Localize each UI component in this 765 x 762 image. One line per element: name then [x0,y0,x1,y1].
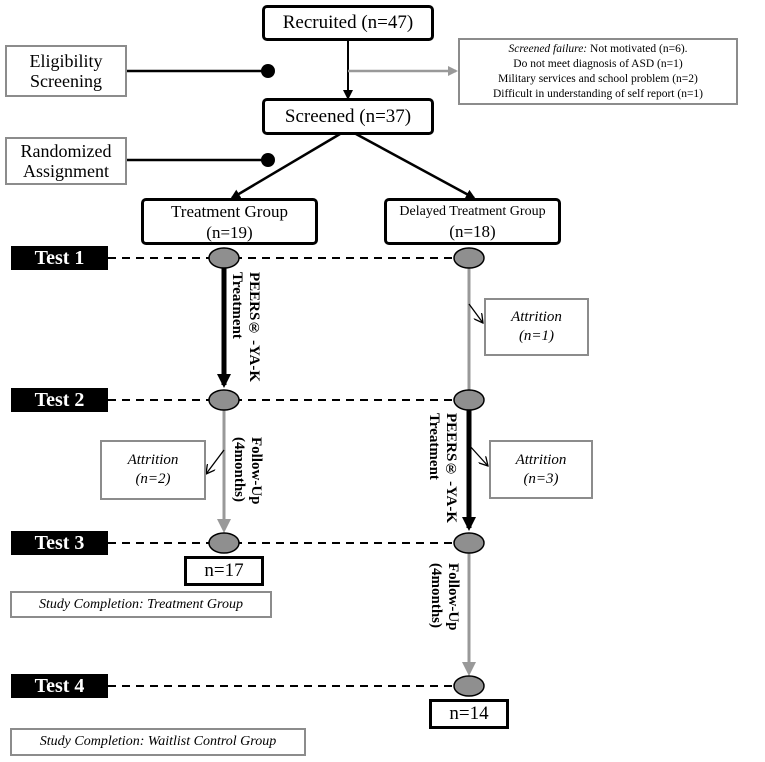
peers-delayed-label: PEERS® -YA-K Treatment [425,413,459,523]
screened-failure-box: Screened failure: Not motivated (n=6). D… [458,38,738,105]
n14-label: n=14 [449,703,489,724]
screened-failure-line1: Screened failure: Not motivated (n=6). [508,42,687,57]
recruited-label: Recruited (n=47) [282,12,414,33]
treatment-group-box: Treatment Group (n=19) [141,198,318,245]
node-t1-treatment [208,247,240,269]
test-1-label: Test 1 [11,246,108,270]
attrition-delayed-1: Attrition (n=1) [484,298,589,356]
delayed-group-count: (n=18) [449,221,496,241]
attrition-treatment-2-count: (n=2) [135,471,171,487]
followup-treatment-line1: Follow-Up [248,437,264,505]
followup-delayed-line2: (4months) [428,563,444,629]
test-4-label: Test 4 [11,674,108,698]
screened-box: Screened (n=37) [262,98,434,135]
followup-delayed-line1: Follow-Up [445,563,461,631]
delayed-group-title: Delayed Treatment Group [399,203,546,219]
attrition-treatment-2: Attrition (n=2) [100,440,206,500]
peers-delayed-line2: Treatment [426,413,442,480]
treatment-attrition-pointer [206,449,225,474]
screened-failure-prefix: Screened failure: [508,42,588,55]
node-t3-treatment [208,532,240,554]
peers-treatment-label: PEERS® -YA-K Treatment [228,272,262,382]
treatment-group-count: (n=19) [206,222,253,242]
n17-box: n=17 [184,556,264,586]
eligibility-line2: Screening [30,71,102,91]
delayed-attrition-pointer-1 [468,303,483,323]
attrition-delayed-3-count: (n=3) [523,470,559,487]
arrow-to-treatment [230,132,341,200]
delayed-group-box: Delayed Treatment Group (n=18) [384,198,561,245]
arrow-to-delayed [355,132,476,200]
test-3-label: Test 3 [11,531,108,555]
attrition-treatment-2-title: Attrition [127,452,179,468]
peers-treatment-line1: PEERS® -YA-K [246,272,262,383]
completion-treatment-label: Study Completion: Treatment Group [39,596,243,612]
randomized-line2: Assignment [22,161,109,181]
eligibility-box: Eligibility Screening [5,45,127,97]
node-t2-delayed [453,389,485,411]
peers-delayed-line1: PEERS® -YA-K [443,413,459,524]
n17-label: n=17 [204,560,244,581]
followup-treatment-label: Follow-Up (4months) [230,437,264,505]
node-t1-delayed [453,247,485,269]
node-t2-treatment [208,389,240,411]
n14-box: n=14 [429,699,509,729]
followup-delayed-label: Follow-Up (4months) [427,563,461,631]
attrition-delayed-3-title: Attrition [515,451,567,468]
delayed-attrition-pointer-3 [468,444,488,466]
attrition-delayed-3: Attrition (n=3) [489,440,593,499]
randomized-box: Randomized Assignment [5,137,127,185]
screened-label: Screened (n=37) [284,105,412,127]
attrition-delayed-1-title: Attrition [511,309,562,325]
treatment-group-title: Treatment Group [171,201,288,221]
eligibility-dot [261,64,275,78]
peers-treatment-line2: Treatment [229,272,245,339]
completion-treatment-box: Study Completion: Treatment Group [10,591,272,618]
test-2-label: Test 2 [11,388,108,412]
recruited-box: Recruited (n=47) [262,5,434,41]
randomized-dot [261,153,275,167]
node-t3-delayed [453,532,485,554]
screened-failure-line4: Difficult in understanding of self repor… [492,87,704,100]
node-t4-delayed [453,675,485,697]
eligibility-line1: Eligibility [29,51,103,71]
completion-waitlist-label: Study Completion: Waitlist Control Group [39,734,277,749]
screened-failure-reason1: Not motivated (n=6). [587,42,688,55]
randomized-line1: Randomized [20,141,112,161]
completion-waitlist-box: Study Completion: Waitlist Control Group [10,728,306,756]
attrition-delayed-1-count: (n=1) [518,328,555,344]
screened-failure-line2: Do not meet diagnosis of ASD (n=1) [513,57,683,70]
screened-failure-line3: Military services and school problem (n=… [498,72,698,85]
followup-treatment-line2: (4months) [231,437,247,503]
